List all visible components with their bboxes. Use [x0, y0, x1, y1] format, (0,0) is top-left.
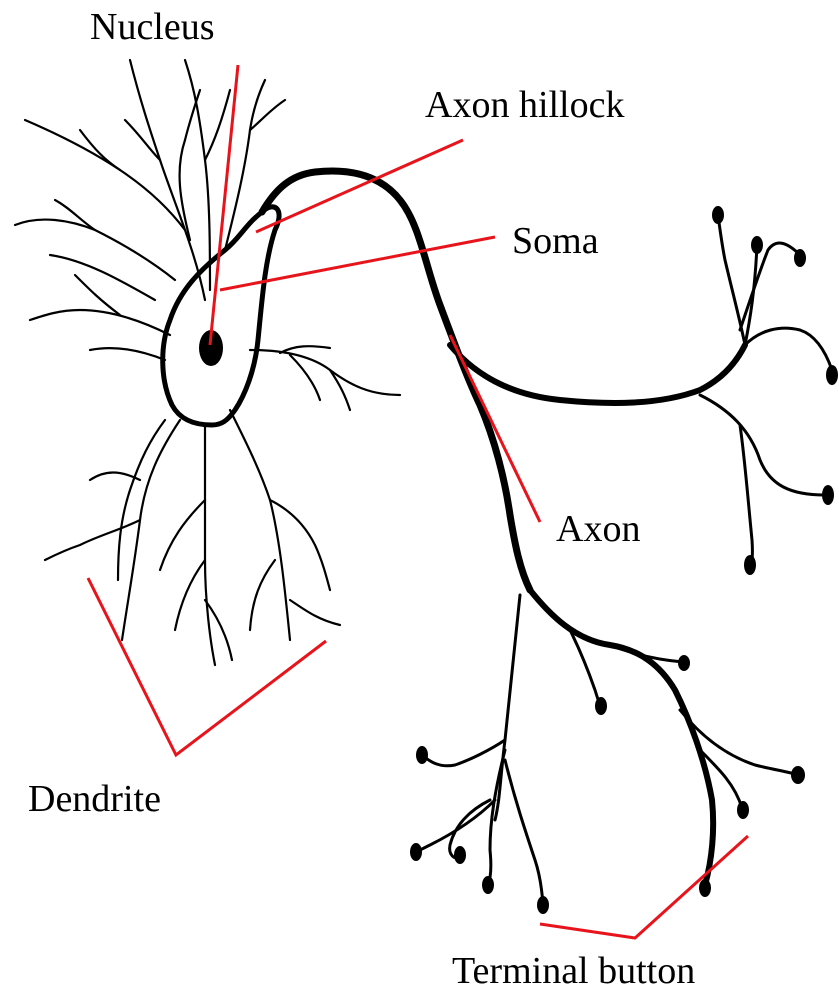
terminal-button: [744, 555, 756, 575]
terminal-button: [537, 896, 549, 914]
terminal-button: [822, 485, 834, 505]
soma-label: Soma: [512, 222, 599, 260]
axon-branch-lower: [415, 590, 798, 905]
terminal-button: [712, 206, 724, 224]
nucleus-pointer: [210, 65, 238, 345]
terminal-buttons: [410, 206, 838, 914]
terminal-button: [416, 746, 428, 764]
terminal-button-label: Terminal button: [452, 952, 695, 990]
terminal-button: [791, 766, 805, 784]
terminal-button-bracket: [540, 836, 748, 938]
axon-pointer: [450, 335, 540, 522]
terminal-button: [794, 249, 806, 267]
dendrite-label: Dendrite: [28, 780, 161, 818]
terminal-button: [826, 365, 838, 385]
terminal-button: [410, 843, 422, 861]
soma-pointer: [220, 237, 495, 290]
terminal-button: [737, 801, 749, 819]
terminal-button: [454, 846, 466, 864]
terminal-button: [678, 655, 690, 671]
axon-label: Axon: [556, 510, 640, 548]
terminal-button: [595, 697, 607, 715]
nucleus-label: Nucleus: [90, 8, 215, 46]
terminal-button: [482, 876, 494, 894]
terminal-button: [699, 879, 711, 897]
axon-hillock-label: Axon hillock: [425, 86, 624, 124]
terminal-button: [751, 236, 763, 254]
pointer-lines: [88, 65, 748, 938]
